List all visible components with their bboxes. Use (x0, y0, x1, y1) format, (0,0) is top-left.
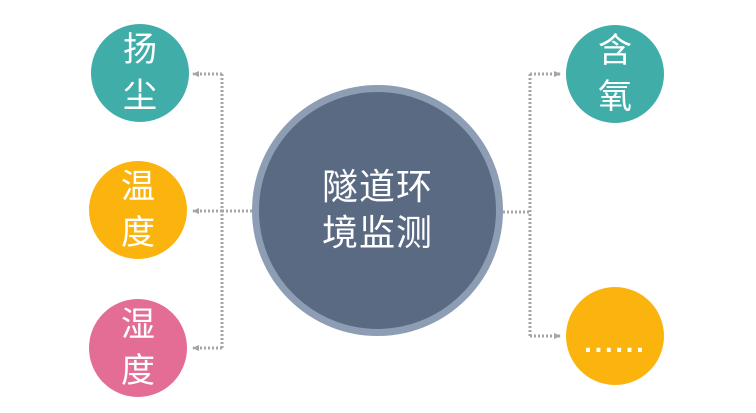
node-more: ...... (566, 287, 664, 385)
node-oxygen: 含氧 (566, 25, 664, 123)
node-label: 含氧 (598, 31, 632, 117)
node-label: ...... (583, 332, 647, 358)
node-label: 扬尘 (123, 30, 157, 116)
node-dust: 扬尘 (91, 24, 189, 122)
center-hub: 隧道环境监测 (252, 85, 503, 336)
node-label: 温度 (121, 167, 155, 253)
node-humidity: 湿度 (89, 299, 187, 397)
node-label: 湿度 (121, 305, 155, 391)
center-label: 隧道环境监测 (321, 166, 433, 254)
node-temperature: 温度 (89, 161, 187, 259)
